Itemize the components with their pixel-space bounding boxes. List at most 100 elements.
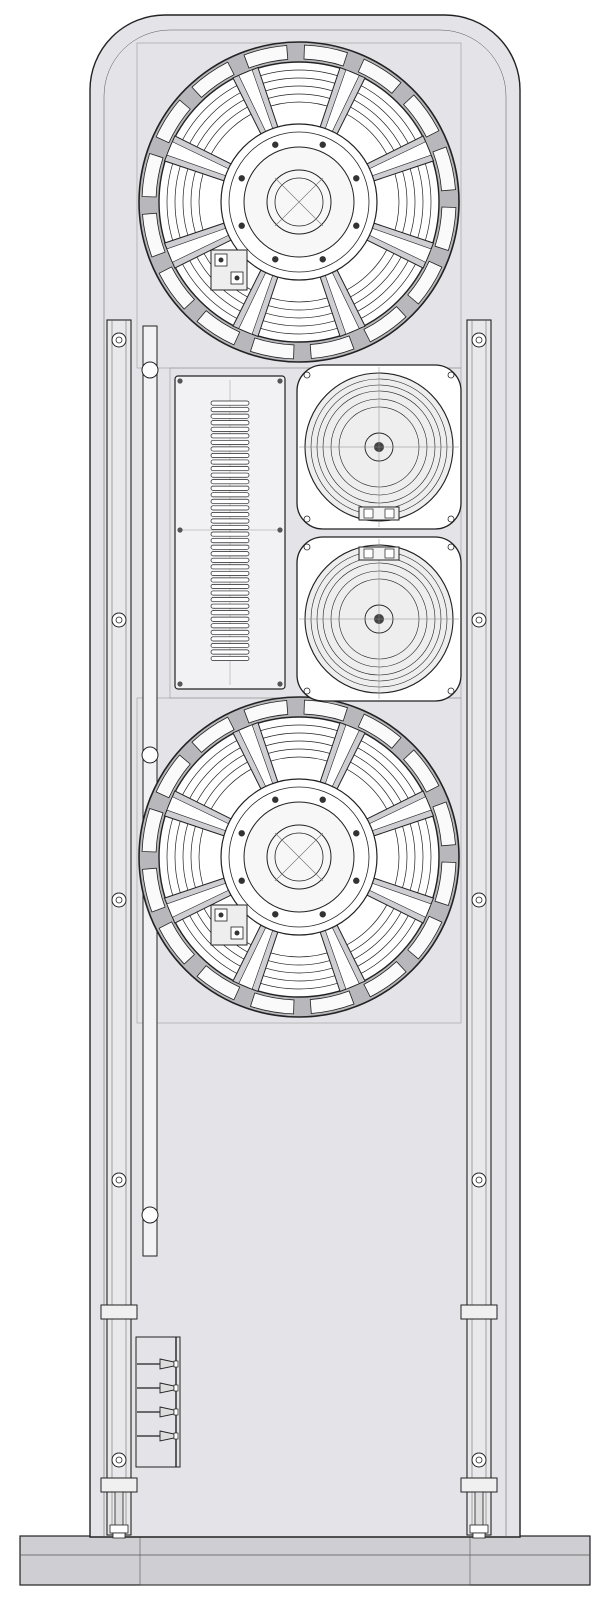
pole-piece <box>274 177 324 227</box>
terminal-screw-icon <box>234 275 240 281</box>
rim-tab <box>403 94 440 138</box>
rim-tab <box>196 965 241 1001</box>
vent-slot <box>210 557 250 563</box>
rim-tab <box>309 335 355 359</box>
channel-hole <box>141 746 159 764</box>
bolt-icon <box>475 1456 483 1464</box>
center-mark <box>274 832 324 882</box>
bolt-icon <box>475 896 483 904</box>
vent-slot <box>210 616 250 622</box>
motor-ring <box>228 131 370 273</box>
rim-tab <box>407 915 443 960</box>
vent-slot <box>210 636 250 642</box>
bolt-icon <box>115 1456 123 1464</box>
right-side-brace <box>460 319 498 1539</box>
vent-slot <box>210 453 250 458</box>
vent-slot <box>210 525 250 531</box>
terminal-icon <box>363 548 374 559</box>
vent-slot <box>210 426 250 432</box>
vent-slot <box>210 433 250 439</box>
vent-slot <box>210 590 250 596</box>
vent-slot <box>210 472 250 478</box>
vent-panel <box>174 375 286 690</box>
foot-nut <box>112 1532 126 1539</box>
vent-slot <box>210 505 250 511</box>
vent-screw-icon <box>277 527 283 533</box>
rim-tab <box>403 749 440 793</box>
brace-rail <box>106 319 132 1536</box>
terminal-icon <box>363 508 374 519</box>
vent-slot <box>210 577 250 583</box>
pole-piece <box>274 832 324 882</box>
upper-midrange <box>296 364 462 530</box>
mount-hole-icon <box>447 543 455 551</box>
rim-tab <box>158 921 195 965</box>
screw-icon <box>353 222 360 229</box>
terminal-screw-icon <box>234 930 240 936</box>
vent-slot <box>210 518 250 524</box>
screw-icon <box>238 222 245 229</box>
screw-icon <box>353 877 360 884</box>
mount-hole-icon <box>447 687 455 695</box>
basket-ring <box>198 101 400 303</box>
rim-tab <box>155 754 191 799</box>
bolt-icon <box>471 332 487 348</box>
terminal-icon <box>384 508 395 519</box>
bolt-icon <box>471 1452 487 1468</box>
screw-icon <box>319 256 326 263</box>
vent-slot <box>210 407 250 413</box>
terminal-screw-icon <box>218 912 224 918</box>
mount-hole-icon <box>447 371 455 379</box>
basket-ring <box>166 69 432 335</box>
motor-ring <box>228 786 370 928</box>
vent-slot <box>210 597 250 603</box>
foot-nut <box>109 1524 129 1534</box>
binding-post-terminal <box>135 1336 181 1468</box>
vent-slot <box>210 531 250 537</box>
bolt-icon <box>111 1452 127 1468</box>
vent-screw-icon <box>177 527 183 533</box>
rim-tab <box>243 45 289 69</box>
upper-woofer <box>138 41 460 363</box>
channel-hole <box>141 361 159 379</box>
brace-clamp <box>460 1477 498 1493</box>
vent-slot <box>210 570 250 576</box>
rim-tab <box>155 99 191 144</box>
bolt-icon <box>115 336 123 344</box>
basket-ring <box>190 93 408 311</box>
plinth-base <box>19 1535 591 1586</box>
terminal-plate <box>135 1336 181 1468</box>
basket-ring <box>182 85 416 319</box>
vent-slot <box>210 400 250 406</box>
rim-tab <box>191 61 235 98</box>
basket-ring <box>174 732 424 982</box>
post-cap <box>173 1408 179 1416</box>
bolt-icon <box>111 1172 127 1188</box>
screw-icon <box>272 911 279 918</box>
mount-hole-icon <box>303 543 311 551</box>
vent-slot <box>210 656 250 662</box>
rim-tab <box>407 260 443 305</box>
rim-tab <box>142 867 166 913</box>
rim-tab <box>434 206 457 252</box>
screw-icon <box>353 175 360 182</box>
basket-ring <box>174 77 424 327</box>
basket-ring <box>198 756 400 958</box>
vent-slot <box>210 466 250 472</box>
foot-nut <box>472 1532 486 1539</box>
foot-nut <box>469 1524 489 1534</box>
rim-tab <box>363 961 407 998</box>
bolt-icon <box>111 892 127 908</box>
rim-tab <box>249 992 295 1015</box>
post-cap <box>173 1432 179 1440</box>
screw-icon <box>238 175 245 182</box>
rim-tab <box>191 716 235 753</box>
screw-icon <box>319 796 326 803</box>
rim-tab <box>303 44 349 67</box>
rim-tab <box>357 713 402 749</box>
pole-ring <box>266 169 332 235</box>
brace-clamp <box>100 1304 138 1320</box>
brace-rail <box>466 319 492 1536</box>
bolt-icon <box>471 612 487 628</box>
